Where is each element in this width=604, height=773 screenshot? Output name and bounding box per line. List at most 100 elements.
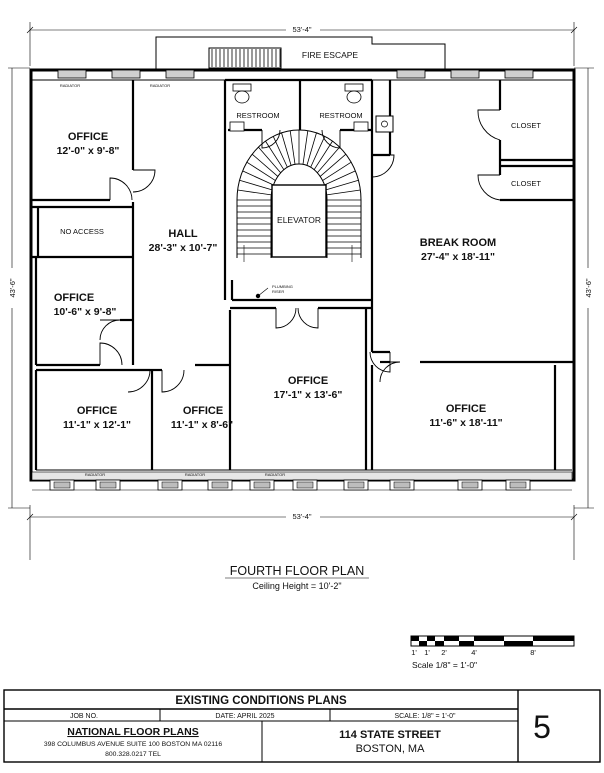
scale-tick: 1' (424, 648, 430, 657)
window-pane (99, 481, 117, 489)
elevator (271, 184, 327, 258)
restroom-fixtures: RESTROOM RESTROOM (229, 83, 394, 133)
scale-label: SCALE: 1/8" = 1'-0" (395, 713, 456, 720)
stair-tread (324, 170, 356, 186)
stair-tread (306, 132, 317, 166)
no-access-label: NO ACCESS (60, 227, 104, 236)
dim-right-label: 43'-6" (584, 278, 593, 297)
sink-icon (229, 121, 245, 132)
stair-tread (322, 161, 352, 181)
toilet-icon (346, 90, 362, 104)
door-swings (99, 109, 501, 393)
plumbing-label-2: RISER (272, 289, 284, 294)
window-pane (253, 481, 271, 489)
stair-tread (237, 189, 272, 196)
interior-walls (31, 78, 574, 471)
dim-bottom-label: 53'-4" (292, 512, 311, 521)
stair-tread (302, 130, 309, 165)
bottom-window-band (31, 471, 573, 491)
title-block-header: EXISTING CONDITIONS PLANS (175, 695, 347, 707)
job-number-label: JOB NO. (70, 713, 98, 720)
window-pane (296, 481, 314, 489)
scale-block (435, 641, 444, 646)
scale-tick: 1' (411, 648, 417, 657)
plan-title: FOURTH FLOOR PLAN (230, 564, 365, 578)
stair-tread (326, 189, 361, 196)
window-pane (161, 481, 179, 489)
plan-heading: FOURTH FLOOR PLAN Ceiling Height = 10'-2… (225, 564, 369, 591)
room-size: 27'-4" x 18'-11" (421, 251, 495, 263)
elevator-label: ELEVATOR (277, 215, 321, 225)
toilet-icon (232, 83, 252, 92)
project-street: 114 STATE STREET (339, 729, 441, 741)
company-name: NATIONAL FLOOR PLANS (67, 726, 198, 738)
radiators: RADIATOR RADIATOR RADIATOR RADIATOR RADI… (60, 83, 285, 477)
fire-escape-label: FIRE ESCAPE (302, 50, 359, 60)
scale-block (459, 641, 474, 646)
room-name: OFFICE (68, 131, 108, 143)
radiator-label: RADIATOR (60, 83, 80, 88)
radiator-label: RADIATOR (265, 472, 285, 477)
window-pane (509, 481, 527, 489)
room-name: BREAK ROOM (420, 237, 496, 249)
scale-block (427, 636, 435, 641)
dimension-left: 43'-6" (7, 67, 30, 509)
stair-tread (281, 132, 292, 166)
closet-bottom-label: CLOSET (511, 179, 541, 188)
stair-tread (251, 153, 279, 177)
stairwell: ELEVATOR (236, 129, 362, 262)
sheet-number: 5 (533, 709, 551, 745)
stair-tread (242, 170, 274, 186)
break-room-sink-icon (375, 115, 394, 133)
sink-icon (353, 121, 369, 132)
scale-caption: Scale 1/8" = 1'-0" (412, 660, 477, 670)
window-pane (53, 481, 71, 489)
scale-block (411, 636, 419, 641)
room-size: 12'-0" x 9'-8" (57, 145, 120, 157)
scale-block (444, 636, 459, 641)
dim-top-label: 53'-4" (292, 25, 311, 34)
window-pane (211, 481, 229, 489)
stair-tread (310, 136, 326, 168)
toilet-icon (234, 90, 250, 104)
scale-block (474, 636, 504, 641)
toilet-icon (344, 83, 364, 92)
fire-escape: FIRE ESCAPE (155, 36, 446, 70)
stair-tread (319, 153, 347, 177)
scale-block (504, 641, 533, 646)
scale-tick: 4' (471, 648, 477, 657)
project-city: BOSTON, MA (356, 743, 426, 755)
ceiling-height: Ceiling Height = 10'-2" (252, 581, 341, 591)
closet-top-label: CLOSET (511, 121, 541, 130)
room-name: OFFICE (54, 292, 94, 304)
room-size: 17'-1" x 13'-6" (274, 389, 343, 401)
window-pane (347, 481, 365, 489)
plumbing-riser: PLUMBING RISER (255, 284, 293, 299)
radiator-label: RADIATOR (185, 472, 205, 477)
date-label: DATE: APRIL 2025 (215, 713, 274, 720)
stair-tread (272, 136, 288, 168)
room-name: OFFICE (446, 403, 486, 415)
window-pane (461, 481, 479, 489)
company-address: 398 COLUMBUS AVENUE SUITE 100 BOSTON MA … (44, 741, 223, 748)
scale-block (419, 641, 427, 646)
room-size: 10'-6" x 9'-8" (54, 306, 117, 318)
room-labels: OFFICE 12'-0" x 9'-8" HALL 28'-3" x 10'-… (54, 131, 503, 431)
radiator-label: RADIATOR (150, 83, 170, 88)
scale-block (533, 636, 574, 641)
dimension-bottom: 53'-4" (26, 505, 578, 560)
stair-tread (239, 179, 273, 191)
dimension-right: 43'-6" (574, 67, 594, 509)
stair-tread (246, 161, 276, 181)
room-name: OFFICE (77, 405, 117, 417)
restroom-left-label: RESTROOM (236, 111, 279, 120)
stair-tread (258, 146, 281, 174)
top-windows (57, 69, 534, 79)
fire-escape-stair (208, 47, 282, 69)
room-name: OFFICE (288, 375, 328, 387)
stair-tread (317, 146, 340, 174)
stair-tread (265, 140, 285, 170)
room-name: HALL (168, 228, 198, 240)
room-size: 11'-6" x 18'-11" (429, 417, 502, 429)
